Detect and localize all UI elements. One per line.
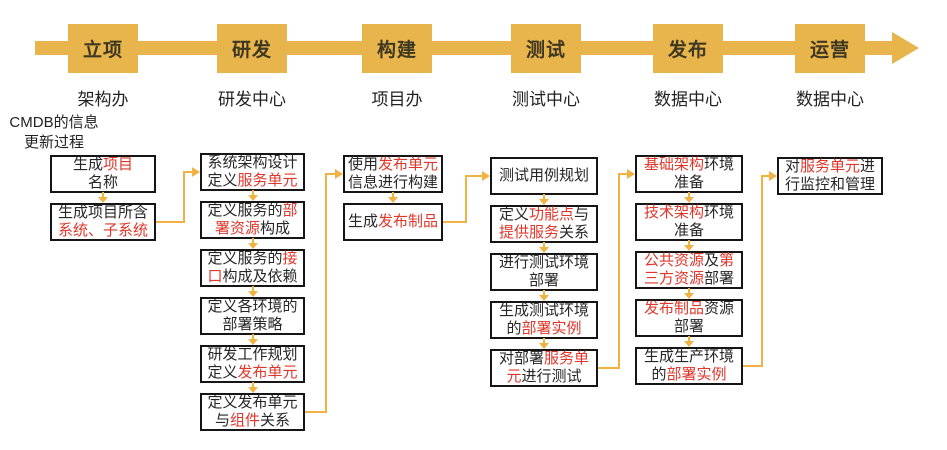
flow-box: 生成项目所含系统、子系统 <box>50 203 156 241</box>
stage-build: 构建 <box>362 24 432 73</box>
flow-box-text: 定义功能点与提供服务关系 <box>498 206 590 241</box>
stage-test: 测试 <box>511 24 581 73</box>
down-arrow-icon <box>200 238 305 249</box>
flow-box-text: 定义服务的接口构成及依赖 <box>207 250 298 285</box>
flow-column-release: 基础架构环境准备技术架构环境准备公共资源及第三方资源部署发布制品资源部署生成生产… <box>635 155 743 385</box>
down-arrow-icon <box>490 338 598 349</box>
org-label-release: 数据中心 <box>654 90 722 109</box>
caption-line2: 更新过程 <box>23 134 84 151</box>
flow-box-text: 定义服务的部署资源构成 <box>207 202 298 237</box>
down-arrow-icon <box>490 194 598 205</box>
flow-box-text: 生成测试环境的部署实例 <box>498 302 589 337</box>
org-label-test: 测试中心 <box>512 90 580 109</box>
flow-column-initiation: 生成项目名称生成项目所含系统、子系统 <box>50 155 156 241</box>
flow-box-text: 生成生产环境的部署实例 <box>643 348 734 383</box>
down-arrow-icon <box>635 240 743 251</box>
stage-operation: 运营 <box>795 24 865 73</box>
flow-box: 生成发布制品 <box>343 203 443 241</box>
connector-arrowhead-icon <box>769 171 777 181</box>
flow-box: 基础架构环境准备 <box>635 155 743 193</box>
connector-arrowhead-icon <box>627 169 635 179</box>
flow-box: 测试用例规划 <box>490 157 598 195</box>
timeline-arrowhead-icon <box>892 32 919 64</box>
flow-box: 定义服务的接口构成及依赖 <box>200 249 305 287</box>
connector-arrowhead-icon <box>335 169 343 179</box>
down-arrow-icon <box>490 242 598 253</box>
stage-initiation: 立项 <box>68 24 138 73</box>
flow-column-operation: 对服务单元进行监控和管理 <box>777 157 883 195</box>
connector-arrowhead-icon <box>192 167 200 177</box>
flow-box: 生成项目名称 <box>50 155 156 193</box>
flow-box-text: 对部署服务单元进行测试 <box>498 350 590 385</box>
flow-box-text: 研发工作规划定义发布单元 <box>207 346 298 381</box>
flow-box-text: 使用发布单元信息进行构建 <box>347 156 439 191</box>
flow-box-text: 测试用例规划 <box>498 167 589 184</box>
down-arrow-icon <box>200 190 305 201</box>
flow-box: 生成测试环境的部署实例 <box>490 301 598 339</box>
connector-arrowhead-icon <box>482 171 490 181</box>
flow-box: 发布制品资源部署 <box>635 299 743 337</box>
flow-box-text: 生成项目名称 <box>72 156 134 191</box>
down-arrow-icon <box>490 290 598 301</box>
org-label-development: 研发中心 <box>218 90 286 109</box>
caption-line1: CMDB的信息 <box>9 114 99 131</box>
down-arrow-icon <box>50 192 156 203</box>
flow-box: 对部署服务单元进行测试 <box>490 349 598 387</box>
flow-box: 进行测试环境部署 <box>490 253 598 291</box>
flow-column-test: 测试用例规划定义功能点与提供服务关系进行测试环境部署生成测试环境的部署实例对部署… <box>490 157 598 387</box>
down-arrow-icon <box>200 382 305 393</box>
flow-box-text: 生成发布制品 <box>347 213 439 230</box>
flow-box: 使用发布单元信息进行构建 <box>343 155 443 193</box>
flow-box: 定义服务的部署资源构成 <box>200 201 305 239</box>
down-arrow-icon <box>343 192 443 203</box>
flow-box: 生成生产环境的部署实例 <box>635 347 743 385</box>
flow-box: 研发工作规划定义发布单元 <box>200 345 305 383</box>
flow-box-text: 技术架构环境准备 <box>643 204 735 239</box>
stage-development: 研发 <box>217 24 287 73</box>
flow-box: 定义各环境的部署策略 <box>200 297 305 335</box>
flow-box: 技术架构环境准备 <box>635 203 743 241</box>
down-arrow-icon <box>635 192 743 203</box>
diagram-caption: CMDB的信息 更新过程 <box>6 113 102 153</box>
flow-box-text: 发布制品资源部署 <box>643 300 735 335</box>
down-arrow-icon <box>635 336 743 347</box>
down-arrow-icon <box>635 288 743 299</box>
org-label-build: 项目办 <box>371 90 423 109</box>
org-label-initiation: 架构办 <box>77 90 129 109</box>
flow-column-build: 使用发布单元信息进行构建生成发布制品 <box>343 155 443 241</box>
flow-box-text: 进行测试环境部署 <box>498 254 589 289</box>
flow-box: 系统架构设计定义服务单元 <box>200 153 305 191</box>
flow-box-text: 基础架构环境准备 <box>643 156 735 191</box>
flow-box-text: 系统架构设计定义服务单元 <box>207 154 298 189</box>
flow-box-text: 定义发布单元与组件关系 <box>207 394 298 429</box>
down-arrow-icon <box>200 286 305 297</box>
timeline-arrow-band <box>35 41 893 55</box>
flow-box: 定义功能点与提供服务关系 <box>490 205 598 243</box>
flow-box-text: 对服务单元进行监控和管理 <box>784 158 876 193</box>
flow-box-text: 生成项目所含系统、子系统 <box>57 204 148 239</box>
stage-release: 发布 <box>653 24 723 73</box>
flow-box-text: 公共资源及第三方资源部署 <box>643 252 735 287</box>
flow-box: 公共资源及第三方资源部署 <box>635 251 743 289</box>
org-label-operation: 数据中心 <box>796 90 864 109</box>
flow-box-text: 定义各环境的部署策略 <box>207 298 298 333</box>
flow-column-development: 系统架构设计定义服务单元定义服务的部署资源构成定义服务的接口构成及依赖定义各环境… <box>200 153 305 431</box>
down-arrow-icon <box>200 334 305 345</box>
flow-box: 对服务单元进行监控和管理 <box>777 157 883 195</box>
flow-box: 定义发布单元与组件关系 <box>200 393 305 431</box>
